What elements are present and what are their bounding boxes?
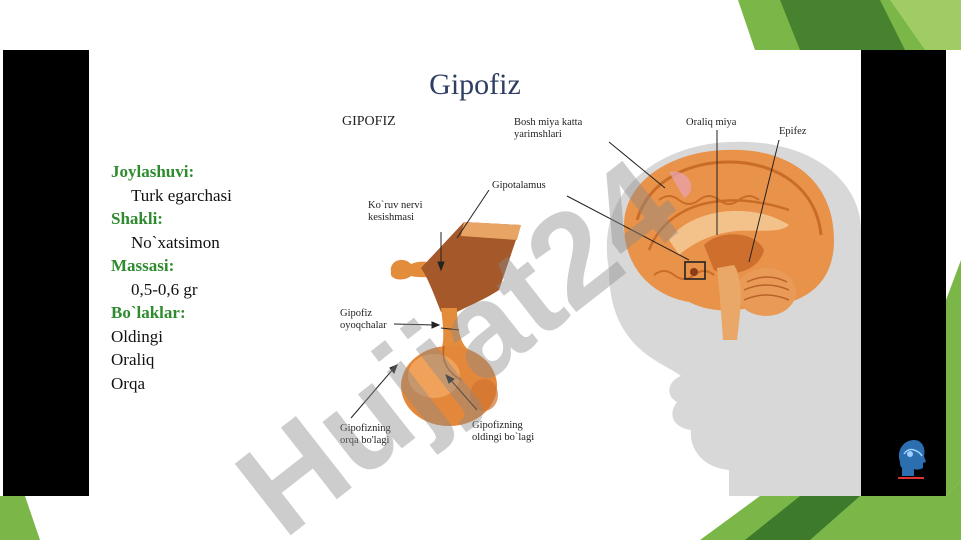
label-hypothalamus: Gipotalamus xyxy=(492,180,546,191)
part-item-posterior: Orqa xyxy=(111,373,145,393)
label-anterior-lobe: Gipofizning oldingi bo`lagi xyxy=(472,420,535,443)
hypothalamus-wedge xyxy=(421,222,521,312)
mass-heading: Massasi: xyxy=(111,256,175,275)
part-item-intermediate: Oraliq xyxy=(111,350,155,369)
label-cerebral-hemispheres: Bosh miya katta yarimshlari xyxy=(514,117,583,140)
shape-heading: Shakli: xyxy=(111,209,163,228)
parts-heading: Bo`laklar: xyxy=(111,303,186,322)
label-posterior-lobe: Gipofizning orqa bo'lagi xyxy=(340,423,391,446)
pituitary-highlight-box xyxy=(684,261,706,280)
brain-head-logo-icon xyxy=(898,440,926,479)
anatomy-illustration xyxy=(350,130,861,496)
location-value: Turk egarchasi xyxy=(131,185,232,205)
cerebellum xyxy=(736,268,796,316)
label-pituitary-stalk: Gipofiz oyoqchalar xyxy=(340,308,387,331)
diagram-subtitle: GIPOFIZ xyxy=(342,114,396,129)
pituitary-info-list: Joylashuvi: Turk egarchasi Shakli: No`xa… xyxy=(111,160,232,395)
thalamus xyxy=(704,234,764,274)
letterbox-right xyxy=(861,50,946,496)
mass-value: 0,5-0,6 gr xyxy=(131,279,198,299)
slide-title: Gipofiz xyxy=(429,68,521,101)
brainstem xyxy=(717,265,741,340)
label-optic-chiasm: Ko`ruv nervi kesishmasi xyxy=(368,200,423,223)
pituitary-stalk xyxy=(441,308,469,350)
location-heading: Joylashuvi: xyxy=(111,162,195,181)
label-epiphysis: Epifez xyxy=(779,126,807,137)
shape-value: No`xatsimon xyxy=(131,232,220,252)
slide-canvas: Gipofiz GIPOFIZ Joylashuvi: Turk egarcha… xyxy=(89,50,861,496)
part-item-anterior: Oldingi xyxy=(111,326,163,346)
label-diencephalon: Oraliq miya xyxy=(686,117,737,128)
letterbox-left xyxy=(3,50,89,496)
